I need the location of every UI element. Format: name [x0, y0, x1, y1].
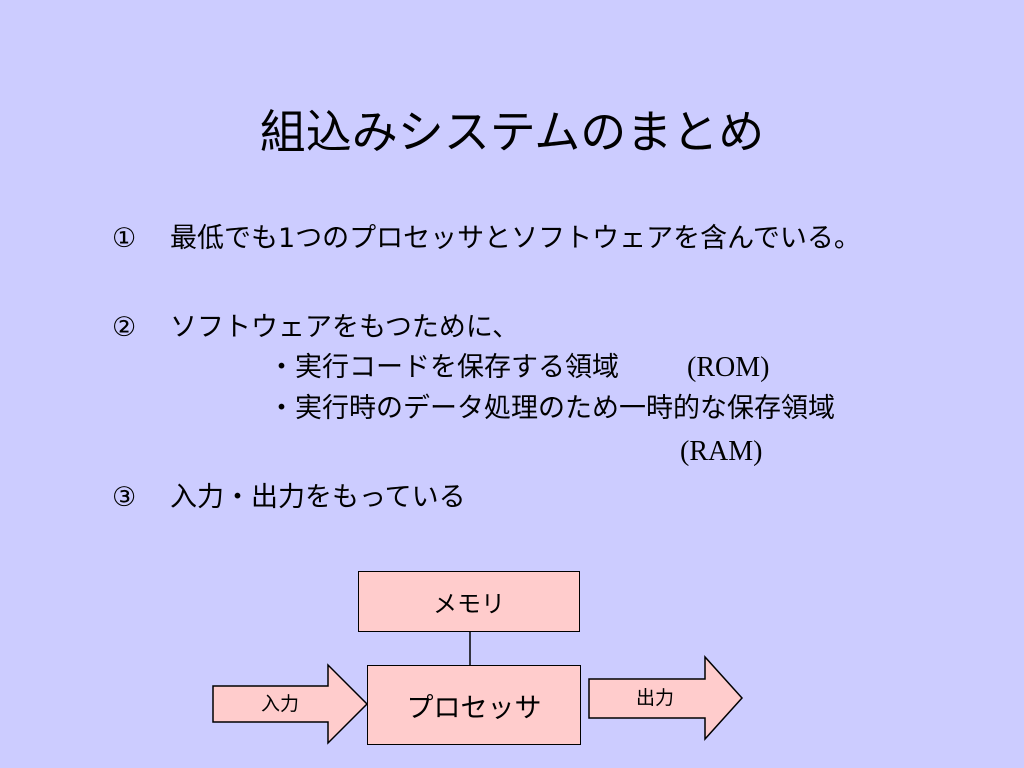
item-2-number: ②	[112, 312, 137, 343]
item-2-sub-1-tag: (ROM)	[687, 352, 770, 383]
item-3-text: 入力・出力をもっている	[170, 482, 466, 513]
item-2-sub-1-text: ・実行コードを保存する領域	[268, 352, 619, 383]
processor-label: プロセッサ	[406, 692, 542, 724]
output-label: 出力	[635, 687, 674, 709]
input-arrow	[212, 663, 369, 745]
memory-box: メモリ	[358, 571, 580, 632]
item-1-text: 最低でも1つのプロセッサとソフトウェアを含んでいる。	[170, 223, 861, 254]
input-label: 入力	[260, 693, 299, 715]
item-3-number: ③	[112, 482, 137, 513]
processor-box: プロセッサ	[367, 665, 581, 745]
item-2-text: ソフトウェアをもつために、	[170, 312, 520, 343]
output-arrow	[588, 655, 744, 741]
slide-title: 組込みシステムのまとめ	[259, 105, 765, 159]
memory-label: メモリ	[433, 590, 505, 618]
item-1-number: ①	[112, 223, 137, 254]
item-2-sub-2-tag: (RAM)	[680, 436, 763, 467]
item-2-sub-2-text: ・実行時のデータ処理のため一時的な保存領域	[268, 393, 835, 424]
